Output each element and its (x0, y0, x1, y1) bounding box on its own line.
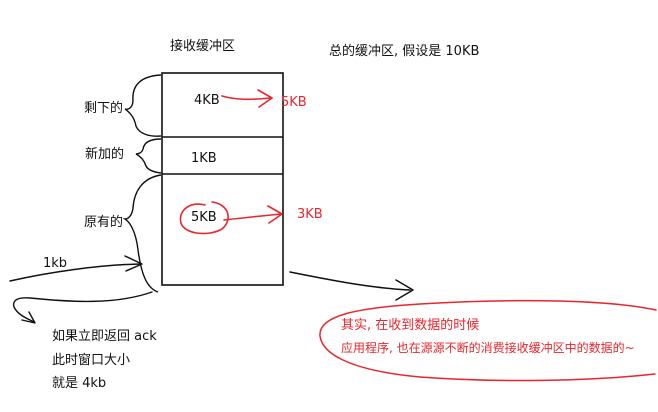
cell-top-new-size: 5KB (281, 95, 307, 110)
total-buffer-note: 总的缓冲区, 假设是 10KB (329, 44, 480, 59)
brace-existing (122, 174, 162, 293)
arrow-to-ack-note (12, 291, 153, 324)
label-existing: 原有的 (84, 215, 124, 230)
cell-middle-size: 1KB (191, 151, 217, 166)
red-note-line-2: 应用程序, 也在源源不断的消费接收缓冲区中的数据的~ (341, 341, 635, 355)
buffer-box (161, 72, 284, 286)
ack-note-line-2: 此时窗口大小 (52, 353, 131, 368)
arrow-outgoing (289, 271, 414, 301)
ack-note-line-3: 就是 4kb (52, 376, 107, 391)
label-new: 新加的 (85, 147, 125, 162)
brace-remaining (124, 74, 162, 137)
buffer-title: 接收缓冲区 (170, 39, 236, 54)
cell-bottom-new-size: 3KB (297, 207, 323, 222)
cell-top-size: 4KB (194, 93, 220, 108)
cell-bottom-size: 5KB (191, 210, 217, 225)
incoming-size: 1kb (43, 256, 68, 271)
circle-bottom-red (179, 201, 229, 235)
ack-note-line-1: 如果立即返回 ack (52, 329, 157, 344)
arrow-bottom-red (223, 205, 283, 224)
arrow-top-red (221, 89, 273, 108)
brace-new (135, 138, 162, 174)
loop-red-note (319, 299, 657, 382)
label-remaining: 剩下的 (84, 101, 124, 116)
red-note-line-1: 其实, 在收到数据的时候 (341, 318, 480, 333)
arrow-incoming (9, 255, 143, 282)
